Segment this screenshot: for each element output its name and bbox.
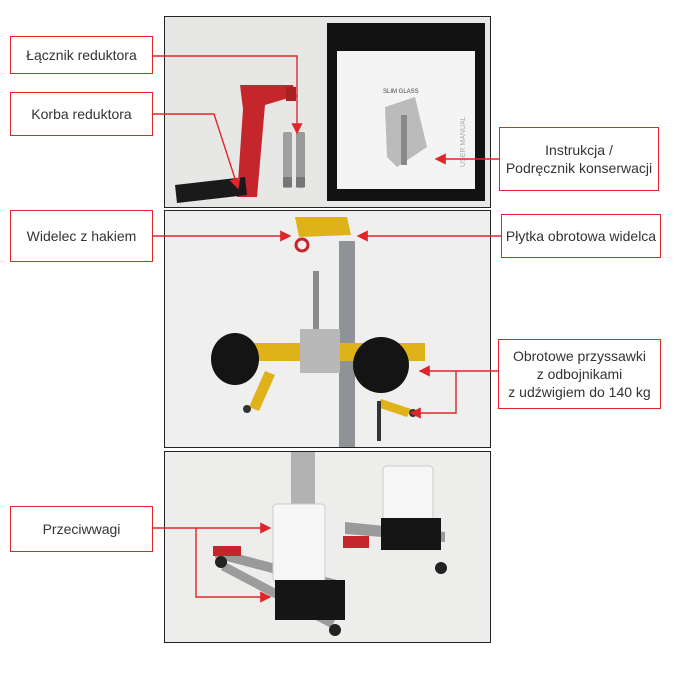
svg-text:SLIM GLASS: SLIM GLASS [383,89,419,95]
fork-suction-photo [164,210,491,448]
label-manual: Instrukcja / Podręcznik konserwacji [499,127,659,191]
label-counterweights: Przeciwwagi [10,506,153,552]
fork-suction-illustration [165,211,490,447]
counterweights-illustration [165,452,490,642]
accessories-photo: SLIM GLASS USER MANUAL [164,16,491,208]
manual-pouch-image: SLIM GLASS USER MANUAL [327,23,485,201]
label-reducer-crank: Korba reduktora [10,92,153,136]
label-fork-hook: Widelec z hakiem [10,210,153,262]
accessories-illustration: SLIM GLASS USER MANUAL [165,17,490,207]
reducer-connectors-image [283,132,305,188]
label-reducer-connector: Łącznik reduktora [10,36,153,74]
label-rotary-plate: Płytka obrotowa widelca [501,214,661,258]
svg-text:USER MANUAL: USER MANUAL [460,116,467,167]
label-suction-cups: Obrotowe przyssawki z odbojnikami z udźw… [498,339,661,409]
counterweights-photo [164,451,491,643]
